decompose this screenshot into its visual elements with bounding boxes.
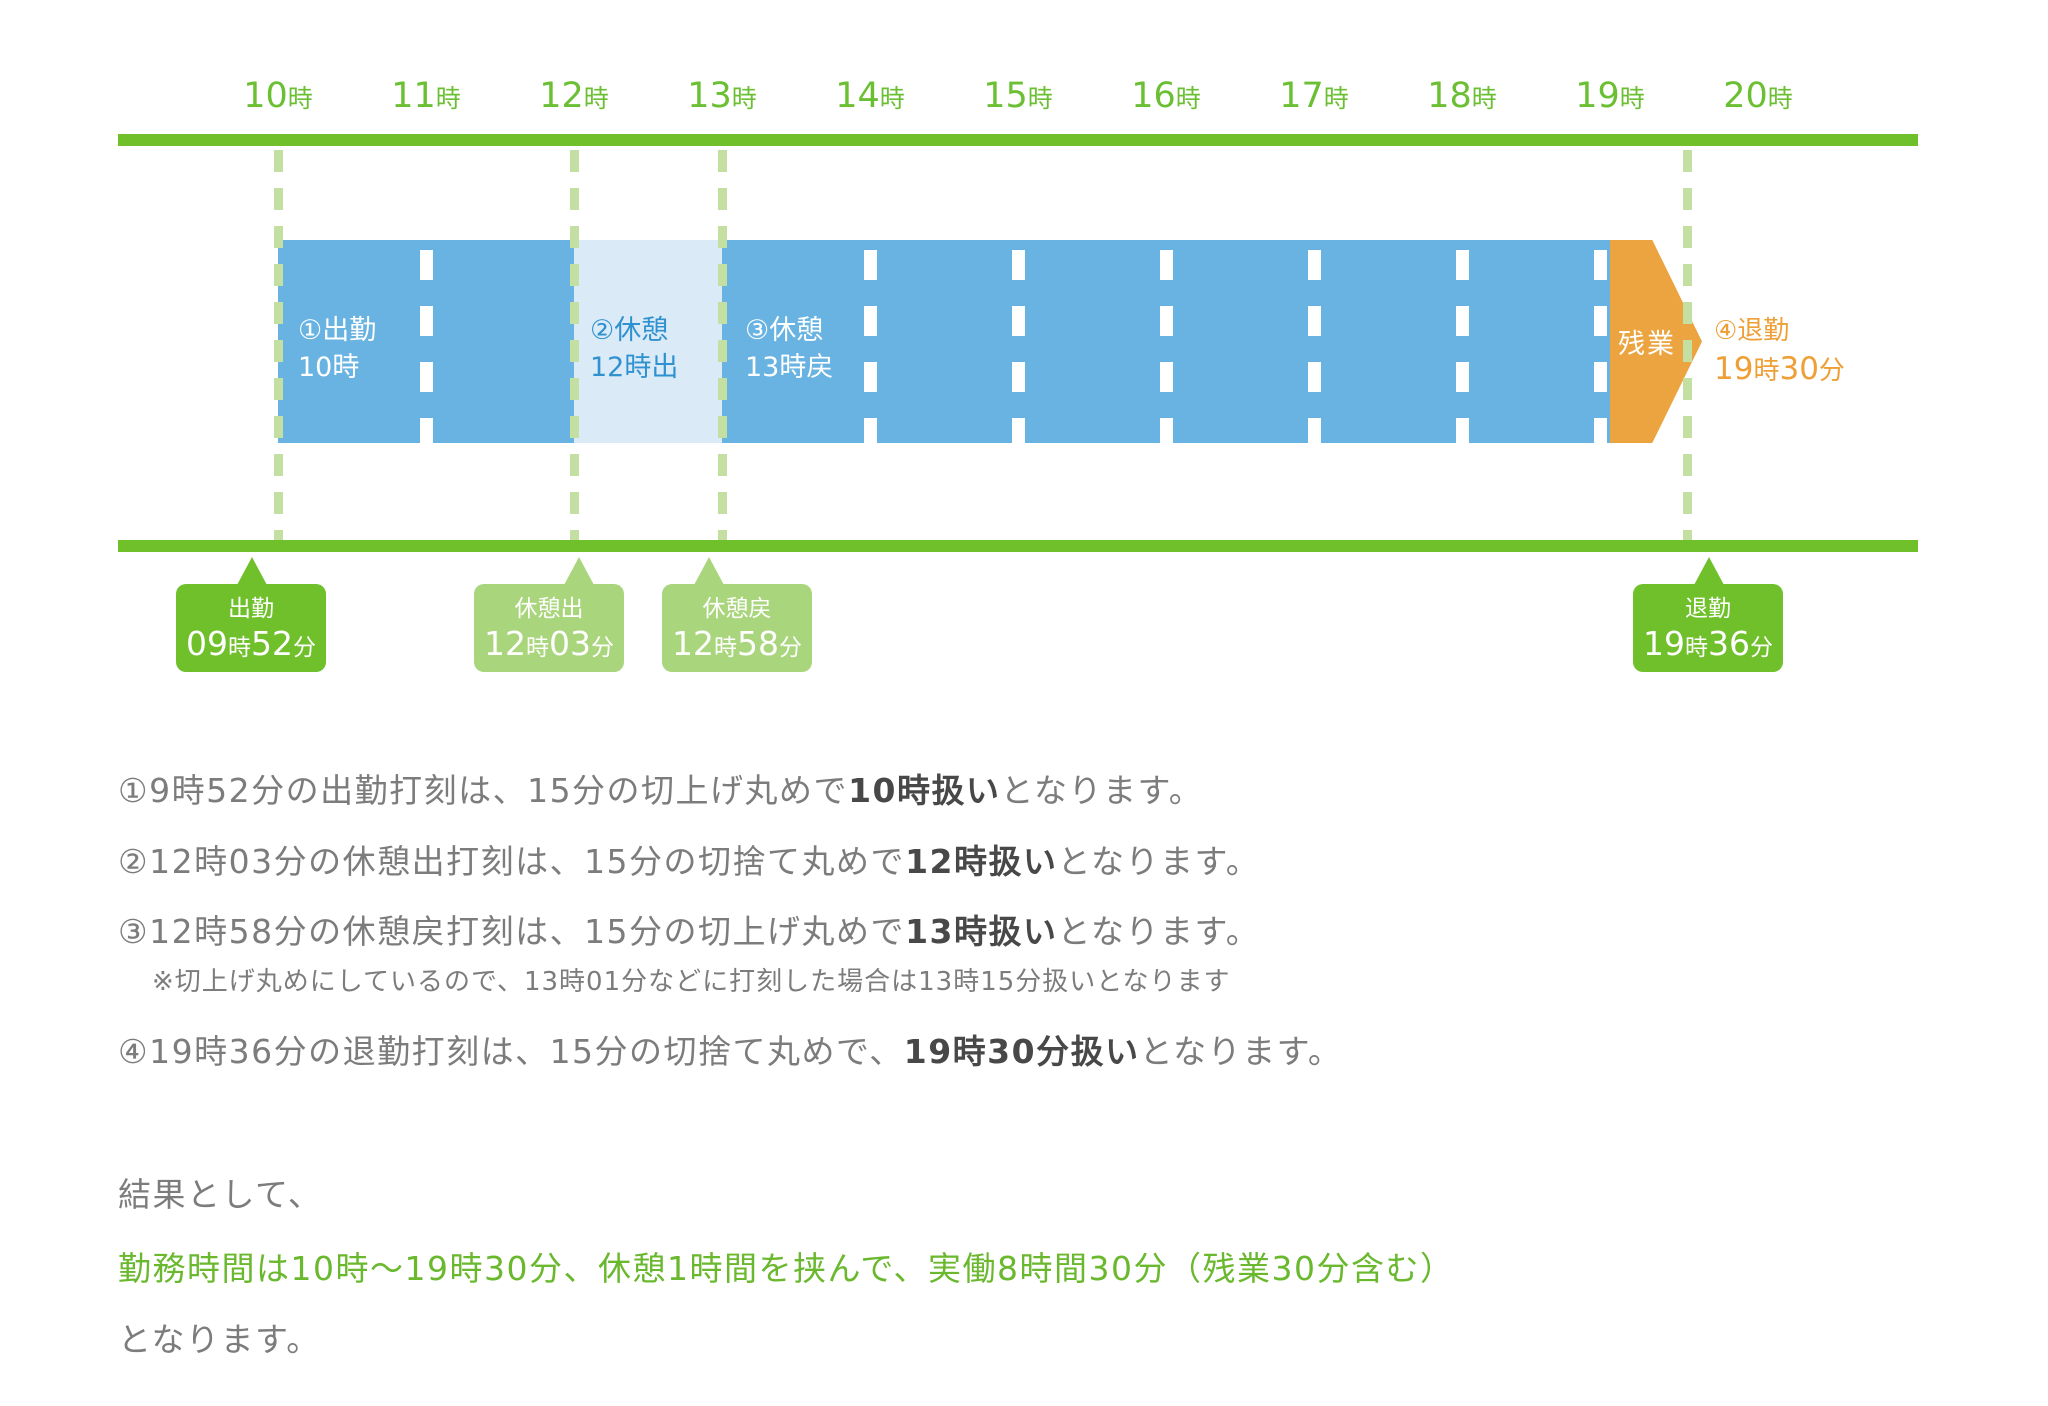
- rounded-time-gridline-13: [718, 150, 727, 540]
- explanation-4: ④19時36分の退勤打刻は、15分の切捨て丸めで、19時30分扱いとなります。: [118, 1025, 1342, 1073]
- label-break-back: ③休憩 13時戻: [745, 312, 833, 386]
- label-checkin-title: ①出勤: [298, 315, 377, 346]
- callout-checkout-pointer: [1694, 557, 1724, 585]
- label-break-out-time: 12時出: [590, 352, 679, 383]
- rounded-time-gridline-1930: [1683, 150, 1692, 540]
- label-checkout-time: 19時30分: [1714, 351, 1845, 387]
- hour-label-10: 10時: [243, 76, 313, 116]
- explanation-4-text: ④19時36分の退勤打刻は、15分の切捨て丸めで、: [118, 1032, 904, 1071]
- hour-gridline-15: [1012, 240, 1025, 443]
- callout-checkout-title: 退勤: [1685, 596, 1731, 622]
- explanation-1-tail: となります。: [1000, 771, 1204, 810]
- rounded-time-gridline-12: [570, 150, 579, 540]
- hour-label-13: 13時: [687, 76, 757, 116]
- work-time-bar: [278, 240, 1610, 443]
- summary-highlight: 勤務時間は10時～19時30分、休憩1時間を挟んで、実働8時間30分（残業30分…: [118, 1249, 1455, 1288]
- hour-label-18: 18時: [1427, 76, 1497, 116]
- hour-label-15: 15時: [983, 76, 1053, 116]
- hour-label-16: 16時: [1131, 76, 1201, 116]
- label-checkout: ④退勤 19時30分: [1714, 312, 1845, 390]
- hour-label-20: 20時: [1723, 76, 1793, 116]
- explanation-2-tail: となります。: [1057, 842, 1261, 881]
- callout-break-out-title: 休憩出: [514, 596, 584, 622]
- label-break-back-title: ③休憩: [745, 315, 824, 346]
- label-checkout-title: ④退勤: [1714, 316, 1790, 346]
- break-segment: [574, 240, 722, 443]
- explanation-4-tail: となります。: [1139, 1032, 1343, 1071]
- hour-label-12: 12時: [539, 76, 609, 116]
- hour-label-14: 14時: [835, 76, 905, 116]
- hour-label-11: 11時: [391, 76, 461, 116]
- explanation-1-text: ①9時52分の出勤打刻は、15分の切上げ丸めで: [118, 771, 849, 810]
- callout-checkin-title: 出勤: [228, 596, 274, 622]
- explanation-2-text: ②12時03分の休憩出打刻は、15分の切捨て丸めで: [118, 842, 906, 881]
- hour-gridline-19: [1594, 240, 1607, 443]
- callout-break-back: 休憩戻 12時58分: [662, 557, 812, 672]
- label-checkin: ①出勤 10時: [298, 312, 376, 386]
- hour-label-19: 19時: [1575, 76, 1645, 116]
- rounded-time-gridline-10: [274, 150, 283, 540]
- explanation-3-text: ③12時58分の休憩戻打刻は、15分の切上げ丸めで: [118, 912, 906, 951]
- explanation-2-strong: 12時扱い: [905, 842, 1058, 881]
- hour-gridline-11: [420, 240, 433, 443]
- explanation-3-footnote: ※切上げ丸めにしているので、13時01分などに打刻した場合は13時15分扱いとな…: [152, 967, 1231, 997]
- top-timeline-axis: [118, 134, 1918, 146]
- callout-checkout-time: 19時36分: [1643, 624, 1773, 663]
- label-break-out: ②休憩 12時出: [590, 312, 678, 386]
- explanation-1-strong: 10時扱い: [848, 771, 1001, 810]
- callout-break-out-time: 12時03分: [484, 624, 614, 663]
- hour-label-17: 17時: [1279, 76, 1349, 116]
- callout-break-back-title: 休憩戻: [702, 596, 772, 622]
- summary-outro: となります。: [118, 1320, 321, 1359]
- explanation-1: ①9時52分の出勤打刻は、15分の切上げ丸めで10時扱いとなります。: [118, 764, 1203, 812]
- overtime-label: 残業: [1618, 329, 1676, 360]
- callout-checkin-time: 09時52分: [186, 624, 316, 663]
- callout-checkout: 退勤 19時36分: [1633, 557, 1783, 672]
- callout-break-out-pointer: [564, 557, 594, 585]
- explanation-2: ②12時03分の休憩出打刻は、15分の切捨て丸めで12時扱いとなります。: [118, 835, 1260, 883]
- bottom-timeline-axis: [118, 540, 1918, 552]
- hour-gridline-14: [864, 240, 877, 443]
- label-break-out-title: ②休憩: [590, 315, 669, 346]
- callout-break-out: 休憩出 12時03分: [474, 557, 624, 672]
- callout-checkin-pointer: [237, 557, 267, 585]
- callout-break-back-time: 12時58分: [672, 624, 802, 663]
- explanation-3-tail: となります。: [1057, 912, 1261, 951]
- label-break-back-time: 13時戻: [745, 352, 834, 383]
- callout-checkin: 出勤 09時52分: [176, 557, 326, 672]
- label-checkin-time: 10時: [298, 352, 360, 383]
- summary-intro: 結果として、: [118, 1175, 323, 1214]
- callout-break-back-pointer: [694, 557, 724, 585]
- hour-gridline-16: [1160, 240, 1173, 443]
- explanation-3-strong: 13時扱い: [905, 912, 1058, 951]
- hour-gridline-18: [1456, 240, 1469, 443]
- explanation-4-strong: 19時30分扱い: [903, 1032, 1140, 1071]
- explanation-3: ③12時58分の休憩戻打刻は、15分の切上げ丸めで13時扱いとなります。: [118, 905, 1260, 953]
- hour-gridline-17: [1308, 240, 1321, 443]
